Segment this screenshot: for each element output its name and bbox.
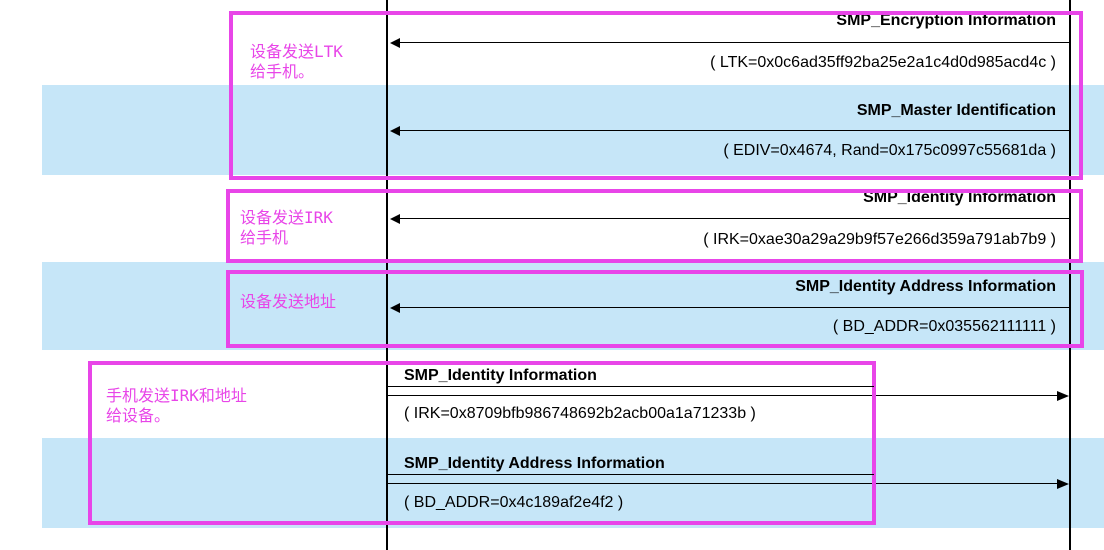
arrow-head-right-icon: [1057, 479, 1069, 489]
message-parameter: ( BD_ADDR=0x4c189af2e4f2 ): [404, 494, 624, 511]
message-label: SMP_Master Identification: [856, 102, 1056, 119]
highlight-box-address: [226, 270, 1084, 348]
highlight-box-ltk: [229, 11, 1083, 180]
arrow-head-left-icon: [390, 126, 400, 136]
message-label: SMP_Identity Information: [404, 367, 597, 384]
message-label: SMP_Identity Address Information: [404, 455, 665, 472]
message-parameter: ( IRK=0xae30a29a29b9f57e266d359a791ab7b9…: [703, 231, 1056, 248]
message-parameter: ( EDIV=0x4674, Rand=0x175c0997c55681da ): [723, 142, 1056, 159]
annotation-ltk: 设备发送LTK 给手机。: [250, 42, 343, 81]
message-label: SMP_Encryption Information: [836, 12, 1056, 29]
param-cell-border: [388, 386, 874, 387]
lifeline-phone: [386, 0, 388, 550]
message-arrow: [392, 130, 1070, 131]
row-band: [42, 262, 1104, 350]
annotation-irk: 设备发送IRK 给手机: [240, 208, 333, 247]
arrow-head-right-icon: [1057, 391, 1069, 401]
message-arrow: [392, 42, 1070, 43]
lifeline-device: [1069, 0, 1071, 550]
message-arrow: [392, 307, 1070, 308]
message-arrow: [392, 218, 1070, 219]
message-arrow: [388, 395, 1060, 396]
highlight-box-phone: [88, 361, 876, 525]
arrow-head-left-icon: [390, 303, 400, 313]
message-arrow: [388, 483, 1060, 484]
highlight-box-irk: [226, 189, 1083, 263]
annotation-address: 设备发送地址: [240, 292, 337, 311]
arrow-head-left-icon: [390, 214, 400, 224]
message-parameter: ( LTK=0x0c6ad35ff92ba25e2a1c4d0d985acd4c…: [710, 54, 1056, 71]
message-parameter: ( IRK=0x8709bfb986748692b2acb00a1a71233b…: [404, 405, 756, 422]
annotation-phone: 手机发送IRK和地址 给设备。: [106, 386, 247, 425]
message-label: SMP_Identity Address Information: [795, 278, 1056, 295]
param-cell-border: [388, 474, 874, 475]
arrow-head-left-icon: [390, 38, 400, 48]
message-label: SMP_Identity Information: [863, 189, 1056, 206]
message-parameter: ( BD_ADDR=0x035562111111 ): [832, 318, 1056, 335]
